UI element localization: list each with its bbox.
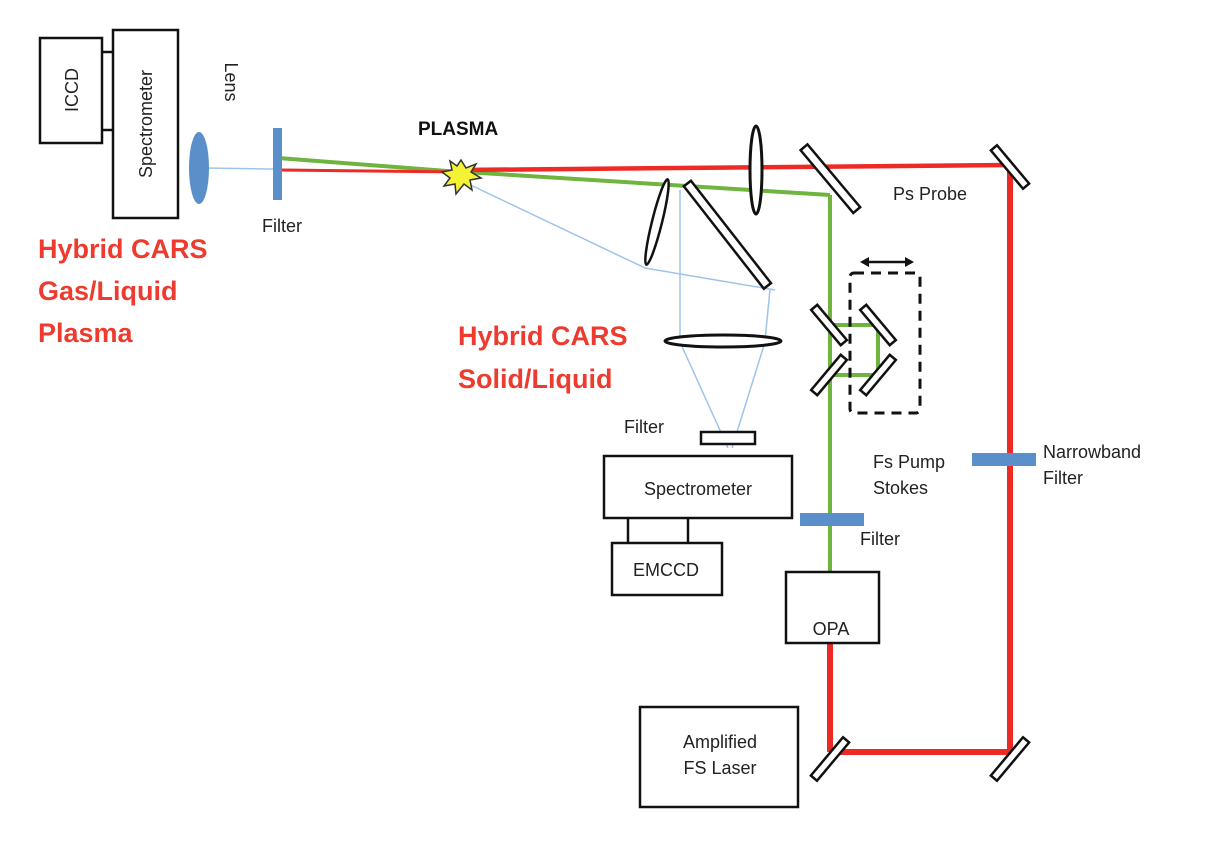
- pump-stokes-beams: [277, 156, 880, 572]
- green-beam-delay-loop: [830, 323, 880, 377]
- collection-lens: [663, 333, 783, 349]
- solid-liquid-title-line-2: Solid/Liquid: [458, 364, 612, 394]
- narrowband-filter: [972, 453, 1036, 466]
- delay-stage-box: [848, 271, 922, 415]
- delay-mirror-upper-left: [809, 303, 849, 347]
- gas-liquid-title-line-2: Gas/Liquid: [38, 276, 178, 306]
- spectrometer-mid-box: [602, 454, 794, 520]
- opa-box: [784, 570, 881, 645]
- laser-box: [638, 705, 800, 809]
- gas-liquid-title: Hybrid CARS Gas/Liquid Plasma: [38, 234, 208, 348]
- signal-beam-down-right: [764, 289, 771, 341]
- solid-liquid-title-line-1: Hybrid CARS: [458, 321, 628, 351]
- iccd-label: ICCD: [62, 68, 82, 112]
- mirror-bottom-left: [809, 735, 851, 783]
- plasma-starburst-icon: [440, 158, 484, 196]
- dichroic-mirror: [682, 178, 773, 291]
- spectrometer-left-label: Spectrometer: [136, 70, 156, 178]
- narrowband-filter-label-line-2: Filter: [1043, 468, 1083, 488]
- signal-beam-focus-left: [679, 341, 729, 449]
- right-filter: [800, 513, 864, 526]
- lens-vertical-top: [748, 124, 764, 216]
- solid-liquid-title: Hybrid CARS Solid/Liquid: [458, 321, 628, 394]
- filter-mid-label: Filter: [624, 417, 664, 437]
- opa-label: OPA: [813, 619, 850, 639]
- spectrometer-mid-label: Spectrometer: [644, 479, 752, 499]
- iccd-box: [38, 36, 104, 145]
- signal-beam-to-lower-mirror: [459, 179, 646, 269]
- delay-mirror-lower-right: [858, 353, 898, 397]
- lens-label: Lens: [221, 62, 241, 101]
- delay-stage-arrowhead-left: [860, 257, 869, 267]
- plasma-label: PLASMA: [418, 119, 499, 140]
- signal-beams: [204, 167, 776, 449]
- red-beam-left: [277, 168, 461, 174]
- emccd-label: EMCCD: [633, 560, 699, 580]
- laser-label-line-1: Amplified: [683, 732, 757, 752]
- filter-left-label: Filter: [262, 216, 302, 236]
- focusing-mirror-left: [644, 178, 670, 266]
- filter-right-label: Filter: [860, 529, 900, 549]
- delay-stage-arrowhead-right: [905, 257, 914, 267]
- signal-beam-focus-right: [731, 341, 766, 449]
- left-lens: [189, 132, 209, 204]
- spectrometer-left-box: [111, 28, 180, 220]
- green-beam-horizontal: [464, 170, 831, 197]
- fs-pump-stokes-label-line-2: Stokes: [873, 478, 928, 498]
- steering-mirror-top: [798, 142, 862, 215]
- left-filter: [273, 128, 282, 200]
- mid-filter: [699, 430, 757, 446]
- delay-mirror-upper-right: [858, 303, 898, 347]
- signal-beam-mirror-to-mirror: [644, 267, 776, 291]
- emccd-box: [610, 541, 724, 597]
- mirror-bottom-right: [989, 735, 1031, 783]
- ps-probe-label: Ps Probe: [893, 184, 967, 204]
- green-beam-left: [277, 156, 461, 174]
- red-beam-top: [459, 162, 1011, 173]
- gas-liquid-title-line-1: Hybrid CARS: [38, 234, 208, 264]
- narrowband-filter-label-line-1: Narrowband: [1043, 442, 1141, 462]
- mirror-top-right: [989, 143, 1031, 191]
- gas-liquid-title-line-3: Plasma: [38, 318, 134, 348]
- laser-label-line-2: FS Laser: [683, 758, 756, 778]
- fs-pump-stokes-label-line-1: Fs Pump: [873, 452, 945, 472]
- delay-mirror-lower-left: [809, 353, 849, 397]
